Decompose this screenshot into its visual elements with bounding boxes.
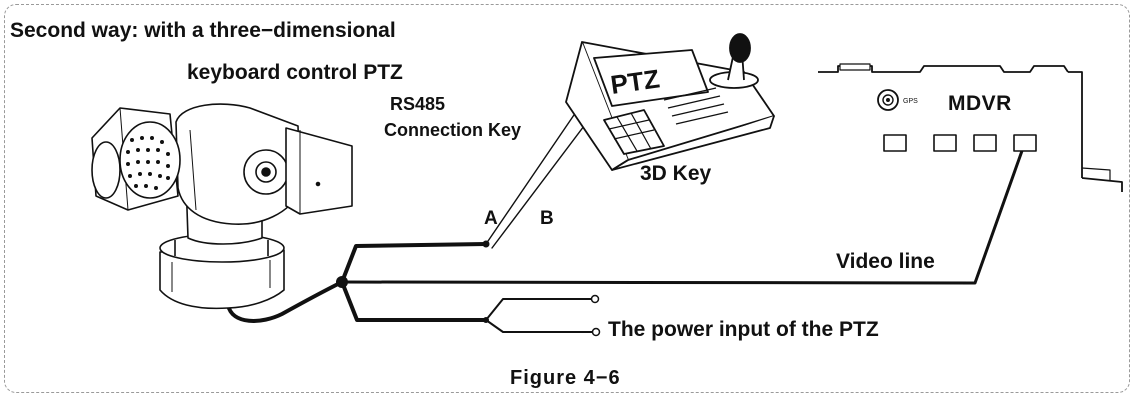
wire-b-label: B xyxy=(540,208,554,229)
gps-connector-icon: GPS xyxy=(877,89,918,111)
video-line xyxy=(340,146,1025,285)
power-branch-lower xyxy=(485,319,594,333)
power-input-label: The power input of the PTZ xyxy=(608,318,879,341)
power-junction-dot xyxy=(483,317,489,323)
power-terminal-upper xyxy=(590,294,600,304)
connection-key-label: Connection Key xyxy=(384,120,522,140)
figure-frame xyxy=(4,4,1130,393)
wire-a-line xyxy=(485,111,577,245)
figure-caption: Figure 4−6 xyxy=(510,367,621,389)
mdvr-port-4 xyxy=(1013,134,1037,152)
gps-port-label: GPS xyxy=(903,98,918,105)
keyboard-controller-icon xyxy=(565,41,775,171)
junction-a-dot xyxy=(482,240,490,248)
wire-a-label: A xyxy=(484,208,498,229)
key-3d-label: 3D Key xyxy=(640,162,712,185)
title-line-2: keyboard control PTZ xyxy=(187,61,403,84)
joystick-icon xyxy=(709,33,759,89)
mdvr-label: MDVR xyxy=(948,92,1012,115)
main-junction-dot xyxy=(336,276,348,288)
keyboard-screen-label: PTZ xyxy=(609,63,662,100)
rs485-trunk xyxy=(340,242,488,284)
power-terminal-lower xyxy=(591,327,601,337)
mdvr-device-icon: GPS xyxy=(818,63,1123,192)
cables xyxy=(226,111,1025,337)
wire-b-line xyxy=(491,125,585,249)
mdvr-port-2 xyxy=(933,134,957,152)
rs485-label: RS485 xyxy=(390,94,446,114)
mdvr-port-1 xyxy=(883,134,907,152)
ptz-camera-icon xyxy=(91,103,353,310)
mdvr-port-3 xyxy=(973,134,997,152)
camera-cable xyxy=(226,280,344,323)
title-line-1: Second way: with a three−dimensional xyxy=(10,19,396,42)
video-line-label: Video line xyxy=(836,250,935,273)
power-trunk xyxy=(340,280,488,322)
power-branch-upper xyxy=(485,298,593,321)
